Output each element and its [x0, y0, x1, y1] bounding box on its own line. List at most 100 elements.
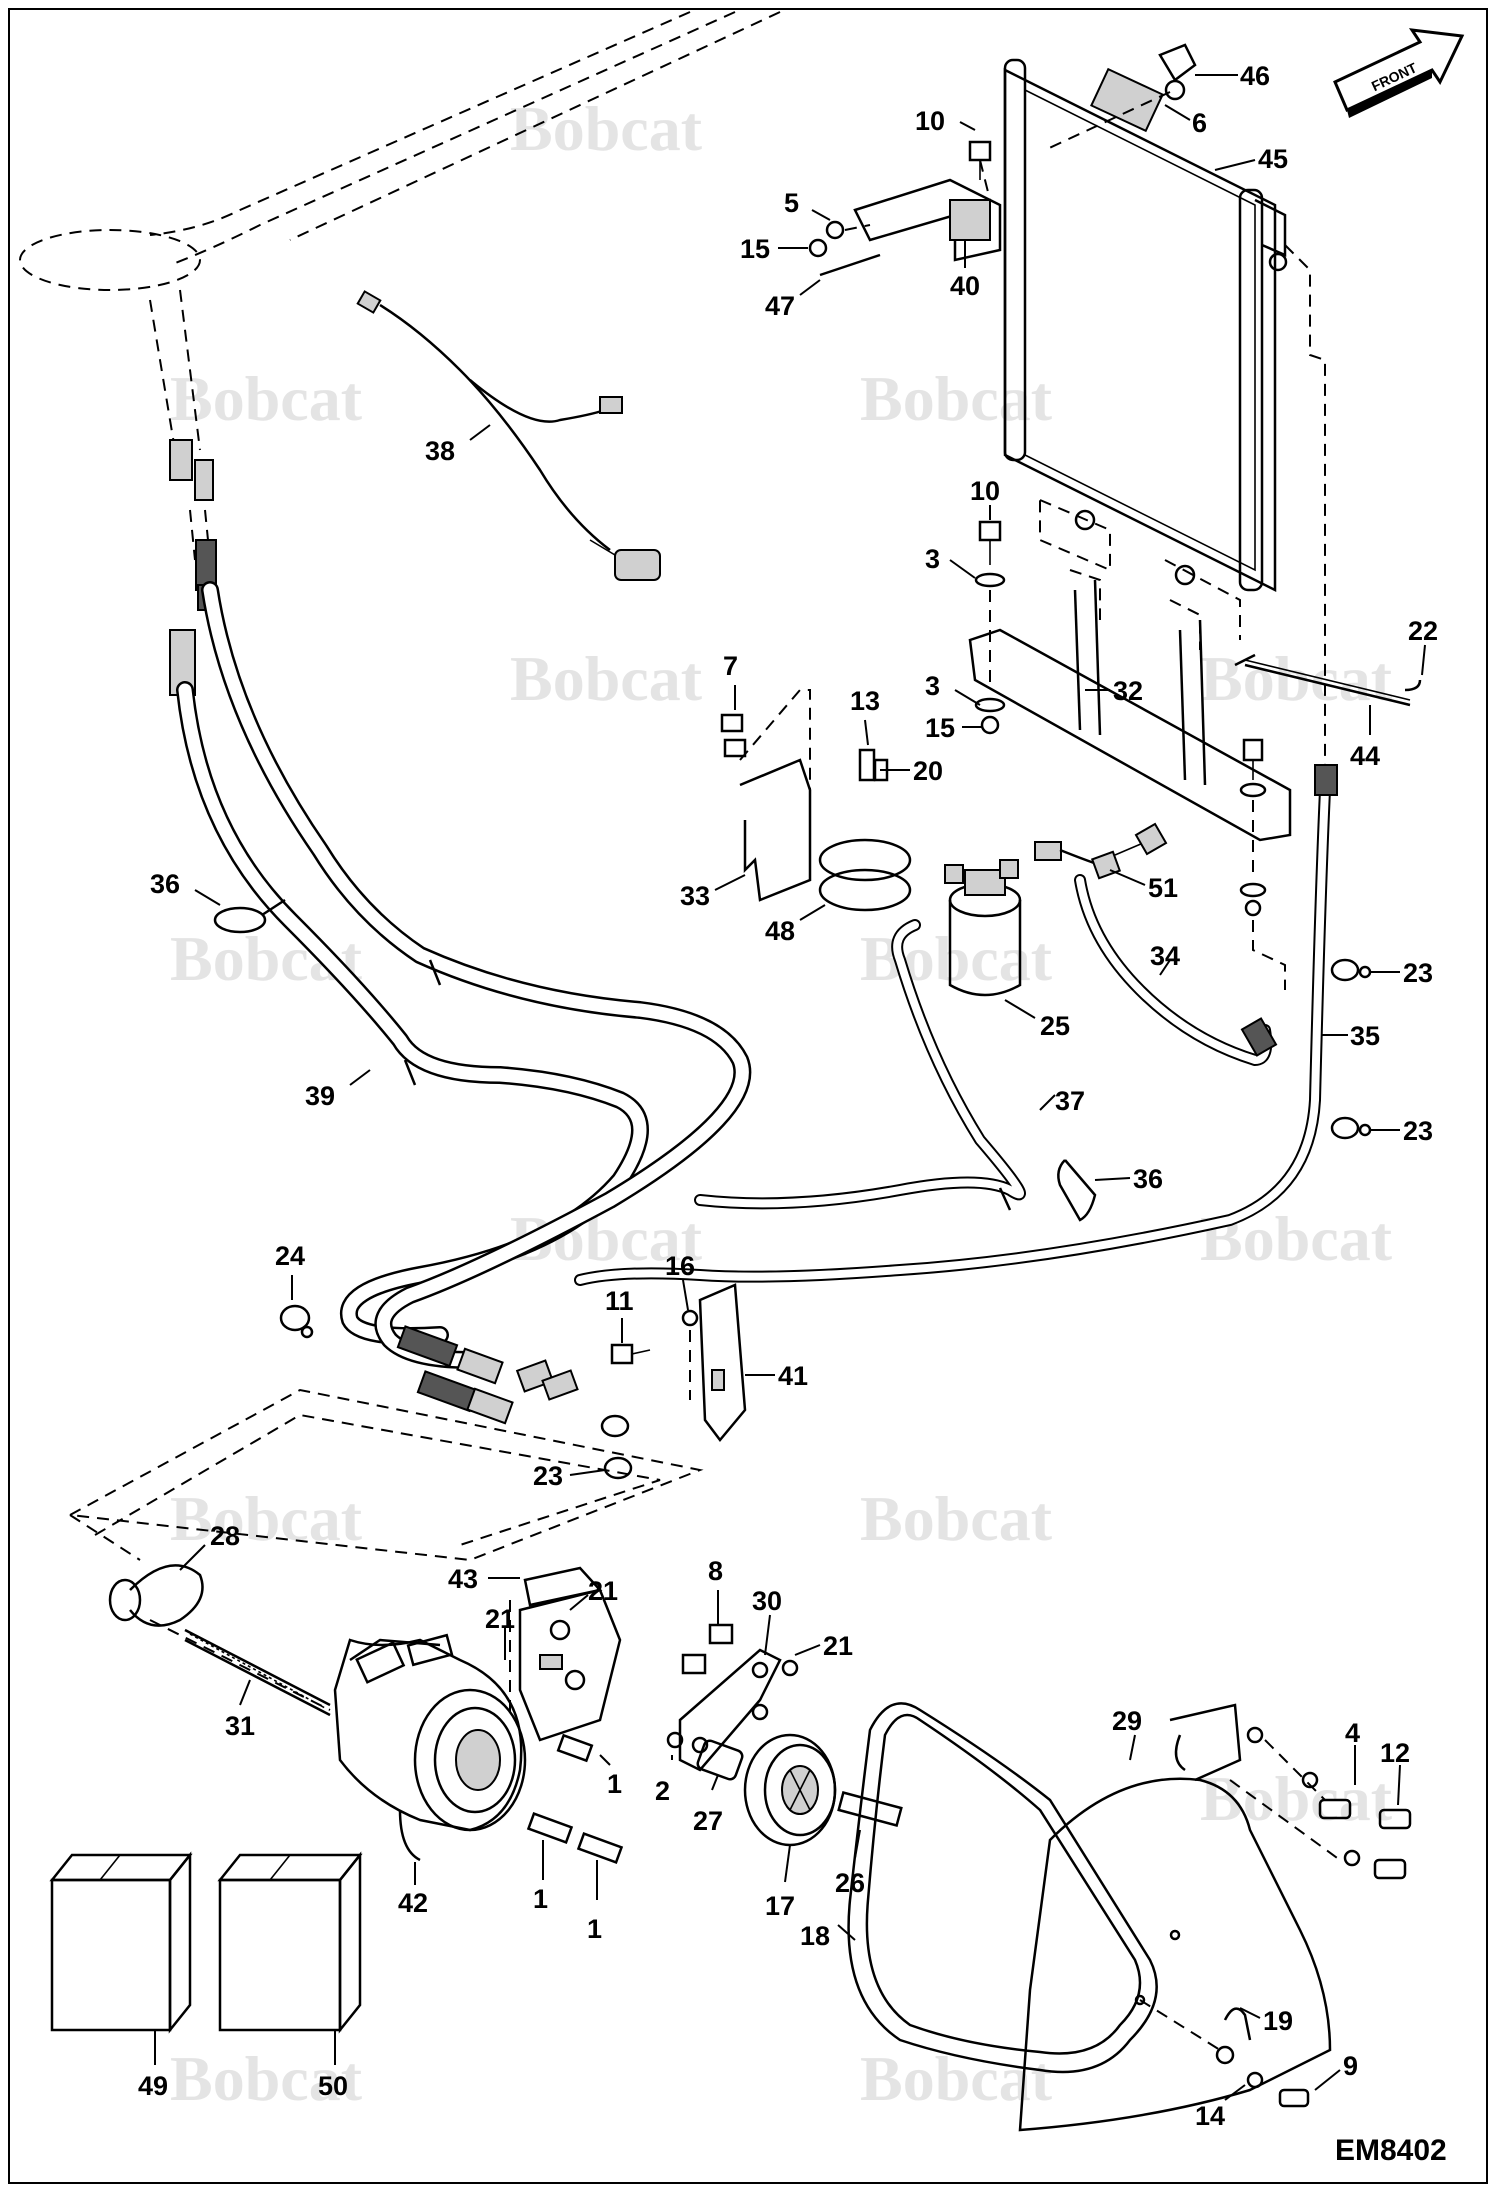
- callout-33: 33: [680, 874, 746, 911]
- callout-21a: 21: [569, 1576, 618, 1611]
- svg-text:Bobcat: Bobcat: [860, 923, 1053, 994]
- hose-support-bracket: [610, 1283, 747, 1443]
- washer-icon: [974, 697, 1006, 713]
- condenser-bolt-stack: [974, 520, 1006, 735]
- svg-text:8: 8: [708, 1556, 723, 1586]
- callout-11: 11: [605, 1286, 634, 1343]
- support-rod: [1234, 653, 1422, 707]
- svg-text:2: 2: [655, 1776, 670, 1806]
- bolt-icon: [978, 520, 1002, 565]
- mounting-clip: [1044, 43, 1197, 151]
- svg-text:21: 21: [485, 1604, 515, 1634]
- callout-17: 17: [765, 1844, 795, 1921]
- kit-box-49: [49, 1851, 193, 2034]
- upper-bracket: [808, 140, 1002, 277]
- callout-1c: 1: [587, 1860, 602, 1944]
- svg-text:Bobcat: Bobcat: [1200, 1203, 1393, 1274]
- svg-text:36: 36: [150, 869, 180, 899]
- bolt-icon: [1318, 1798, 1352, 1820]
- kit-box-50: [217, 1851, 363, 2034]
- guard-lower-bolts: [1139, 1999, 1310, 2108]
- drier-bracket: [720, 689, 912, 912]
- callout-1a: 1: [599, 1754, 622, 1799]
- watermark: Bobcat: [510, 643, 703, 714]
- svg-text:6: 6: [1192, 108, 1207, 138]
- watermark: Bobcat: [1200, 1203, 1393, 1274]
- bolt-icon: [708, 1623, 734, 1645]
- adjuster-rod: [184, 1628, 331, 1717]
- svg-text:23: 23: [1403, 958, 1433, 988]
- drawing-code: EM8402: [1335, 2134, 1447, 2167]
- callout-43: 43: [448, 1564, 520, 1594]
- callout-23a: 23: [1370, 958, 1433, 988]
- hose-37: [694, 919, 1026, 1210]
- svg-text:21: 21: [588, 1576, 618, 1606]
- callout-51: 51: [1109, 869, 1178, 903]
- bolt-icon: [610, 1343, 651, 1365]
- wire-harness: [356, 290, 661, 581]
- ac-compressor: [333, 1633, 527, 1862]
- callout-6: 6: [1164, 104, 1207, 138]
- svg-text:37: 37: [1055, 1086, 1085, 1116]
- callout-24: 24: [275, 1241, 305, 1300]
- callout-50: 50: [318, 2030, 348, 2101]
- svg-text:51: 51: [1148, 873, 1178, 903]
- bolt-icon: [720, 713, 747, 758]
- svg-text:Bobcat: Bobcat: [170, 1483, 363, 1554]
- callout-22: 22: [1408, 616, 1438, 676]
- svg-text:38: 38: [425, 436, 455, 466]
- bolt-icon: [1278, 2088, 1310, 2108]
- svg-text:30: 30: [752, 1586, 782, 1616]
- nut-icon: [980, 715, 1000, 735]
- svg-text:10: 10: [970, 476, 1000, 506]
- svg-text:21: 21: [823, 1631, 853, 1661]
- svg-text:40: 40: [950, 271, 980, 301]
- bolt-icon: [526, 1812, 574, 1844]
- svg-text:17: 17: [765, 1891, 795, 1921]
- svg-text:34: 34: [1150, 941, 1180, 971]
- watermark: Bobcat: [510, 93, 703, 164]
- callout-32: 32: [1085, 676, 1143, 706]
- rod-clamp-icon: [108, 1564, 204, 1627]
- callout-7: 7: [723, 651, 738, 710]
- svg-text:1: 1: [587, 1914, 602, 1944]
- svg-text:39: 39: [305, 1081, 335, 1111]
- watermark-layer: Bobcat Bobcat Bobcat Bobcat Bobcat Bobca…: [170, 93, 1393, 2114]
- svg-text:15: 15: [925, 713, 955, 743]
- callout-8: 8: [708, 1556, 723, 1625]
- svg-text:15: 15: [740, 234, 770, 264]
- hose-39: [176, 681, 649, 1345]
- svg-text:13: 13: [850, 686, 880, 716]
- svg-text:25: 25: [1040, 1011, 1070, 1041]
- callout-21b: 21: [794, 1631, 853, 1661]
- bolt-icon: [556, 1733, 594, 1763]
- svg-text:3: 3: [925, 544, 940, 574]
- watermark: Bobcat: [170, 363, 363, 434]
- callout-28: 28: [179, 1521, 240, 1571]
- svg-text:44: 44: [1350, 741, 1380, 771]
- svg-text:35: 35: [1350, 1021, 1380, 1051]
- compressor-bolts: [526, 1733, 624, 1864]
- callout-13: 13: [850, 686, 880, 746]
- svg-text:32: 32: [1113, 676, 1143, 706]
- drier-mount-bolts: [1239, 738, 1286, 990]
- callout-2: 2: [655, 1755, 673, 1806]
- callout-31: 31: [225, 1679, 255, 1741]
- callout-25: 25: [1004, 999, 1070, 1041]
- svg-text:11: 11: [605, 1286, 634, 1316]
- svg-text:Bobcat: Bobcat: [860, 363, 1053, 434]
- svg-text:24: 24: [275, 1241, 305, 1271]
- idler-pulley: [696, 1733, 903, 1847]
- callout-36b: 36: [1094, 1164, 1163, 1194]
- svg-text:Bobcat: Bobcat: [860, 1483, 1053, 1554]
- callout-26: 26: [835, 1829, 865, 1898]
- svg-text:Bobcat: Bobcat: [510, 93, 703, 164]
- svg-text:43: 43: [448, 1564, 478, 1594]
- callout-35: 35: [1322, 1021, 1380, 1051]
- svg-text:3: 3: [925, 671, 940, 701]
- compressor-manifold-fittings: [396, 1325, 579, 1425]
- svg-text:14: 14: [1195, 2101, 1225, 2131]
- svg-text:Bobcat: Bobcat: [170, 363, 363, 434]
- bolt-icon: [681, 1653, 707, 1675]
- nut-icon: [825, 220, 845, 240]
